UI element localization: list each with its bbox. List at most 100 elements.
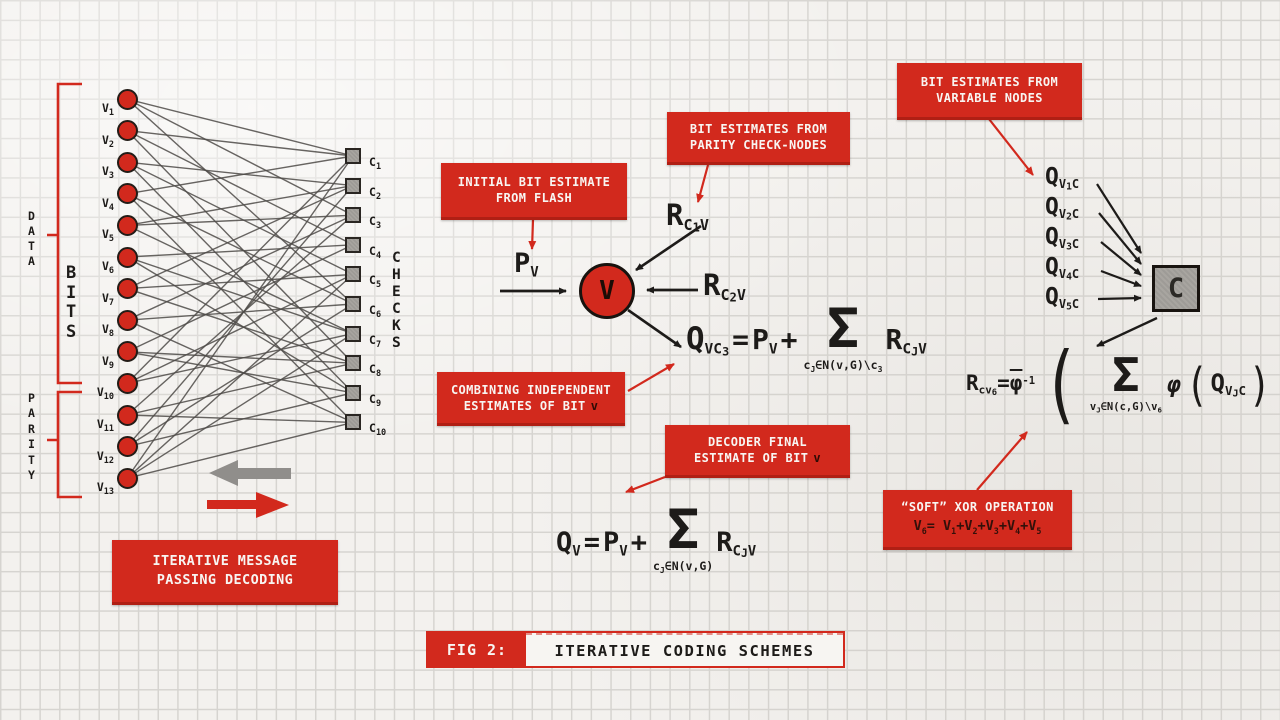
check-node — [345, 325, 361, 342]
tanner-edge — [126, 155, 354, 479]
tanner-edge — [126, 287, 354, 364]
q-term: QVJC — [1211, 369, 1247, 400]
token: C — [1071, 176, 1080, 191]
token: Q — [1045, 164, 1059, 190]
equation-rcv6: Rcv6=φ-1 ( Σ vJ∈N(c,G)\v6 φ ( QVJC ) ) — [966, 341, 1280, 427]
token: VC — [704, 341, 723, 359]
qv5c-arrow — [1097, 294, 1142, 302]
check-node-label: C7 — [369, 333, 381, 350]
rc1v-arrow — [635, 224, 702, 272]
token: 6 — [375, 310, 382, 320]
decoder-callout-arrow — [625, 475, 666, 494]
callout-line: INITIAL BIT ESTIMATE — [457, 175, 611, 189]
token: C — [369, 214, 376, 229]
check-node-label: C3 — [369, 214, 381, 231]
token: R — [703, 268, 721, 302]
check-node-label: C5 — [369, 273, 381, 290]
tanner-edge — [126, 273, 354, 290]
check-node-label: C8 — [369, 362, 381, 379]
combining-callout-arrow — [627, 363, 675, 392]
equation-qvc3: QVC3=PV+ Σ cJ∈N(v,G)\c3 RCJV — [686, 302, 927, 377]
check-node — [345, 207, 361, 224]
token: C — [732, 543, 741, 560]
token: 1 — [108, 108, 114, 118]
token: 8 — [108, 329, 114, 340]
callout-line: COMBINING INDEPENDENT — [450, 382, 612, 397]
parity-label: PARITY — [28, 391, 35, 483]
equation-lead: QV=PV+ — [556, 527, 650, 559]
rcv6-arrow — [1096, 316, 1158, 348]
equation-tail: RCJV — [885, 323, 926, 358]
token: 1 — [1066, 181, 1072, 193]
tanner-edge — [126, 244, 354, 353]
variable-node — [116, 436, 138, 458]
token: φ — [1009, 371, 1023, 396]
tanner-edge — [126, 98, 354, 216]
variable-to-check-arrow — [207, 492, 289, 518]
token: 6 — [108, 266, 114, 276]
token: V — [1058, 296, 1067, 311]
token: V — [101, 290, 109, 305]
token: 6 — [921, 525, 927, 536]
callout-soft-xor: “SOFT” XOR OPERATION V6= V1+V2+V3+V4+V5 — [883, 490, 1072, 550]
variable-node — [116, 372, 138, 394]
summation: Σ vJ∈N(c,G)\v6 — [1090, 352, 1162, 418]
parity-bracket — [47, 390, 82, 499]
summation-condition: cJ∈N(v,G) — [653, 559, 713, 578]
token: V — [96, 385, 104, 400]
check-node-square: C — [1152, 265, 1200, 312]
token: C — [369, 155, 376, 169]
sigma-symbol: Σ — [826, 297, 860, 360]
token: V — [572, 543, 581, 560]
tanner-edge — [126, 414, 354, 424]
token: +V — [1020, 517, 1037, 534]
token: 4 — [1066, 271, 1072, 283]
token: V — [101, 164, 109, 179]
callout-line: FROM FLASH — [495, 191, 573, 205]
callout-line: PASSING DECODING — [156, 572, 294, 588]
token: 3 — [1066, 241, 1072, 253]
token: 10 — [375, 428, 387, 439]
tanner-edge — [126, 319, 354, 424]
check-node — [345, 355, 361, 372]
token: +V — [998, 517, 1016, 534]
variable-node — [116, 341, 138, 363]
tanner-edge — [126, 244, 354, 258]
variable-node-label: V13 — [78, 480, 114, 497]
tanner-edge — [126, 256, 354, 394]
variable-node-label: V9 — [78, 354, 114, 371]
tanner-edge — [126, 193, 354, 423]
token: J — [911, 344, 919, 359]
token: 8 — [375, 369, 382, 380]
variable-node-label: V7 — [78, 291, 114, 308]
variable-callout-arrow — [988, 118, 1034, 176]
inner-open-paren: ( — [1185, 357, 1208, 412]
token: 3 — [993, 525, 999, 536]
tanner-edge — [126, 303, 354, 321]
bits-label: BITS — [66, 263, 77, 342]
token: = — [583, 527, 600, 559]
data-bits-label: DATA — [28, 209, 35, 268]
token: V — [101, 101, 109, 115]
tanner-edge — [126, 129, 354, 246]
tanner-edge — [126, 184, 354, 227]
variable-node — [116, 278, 138, 300]
token: J — [810, 364, 816, 374]
token: P — [514, 248, 531, 279]
token: Q — [1045, 284, 1059, 310]
token: 7 — [108, 297, 114, 308]
token: J — [1232, 388, 1239, 400]
callout-line: BIT ESTIMATES FROM — [920, 75, 1059, 89]
softxor-callout-arrow — [976, 431, 1028, 491]
variable-node-label: V8 — [78, 322, 114, 339]
pv-message-label: PV — [514, 248, 539, 280]
callout-line: DECODER FINAL — [707, 435, 808, 449]
variable-node-label: V3 — [78, 164, 114, 181]
token: + — [780, 323, 798, 357]
variable-node — [116, 309, 138, 331]
callout-parity-check-estimates: BIT ESTIMATES FROM PARITY CHECK-NODES — [667, 112, 850, 165]
